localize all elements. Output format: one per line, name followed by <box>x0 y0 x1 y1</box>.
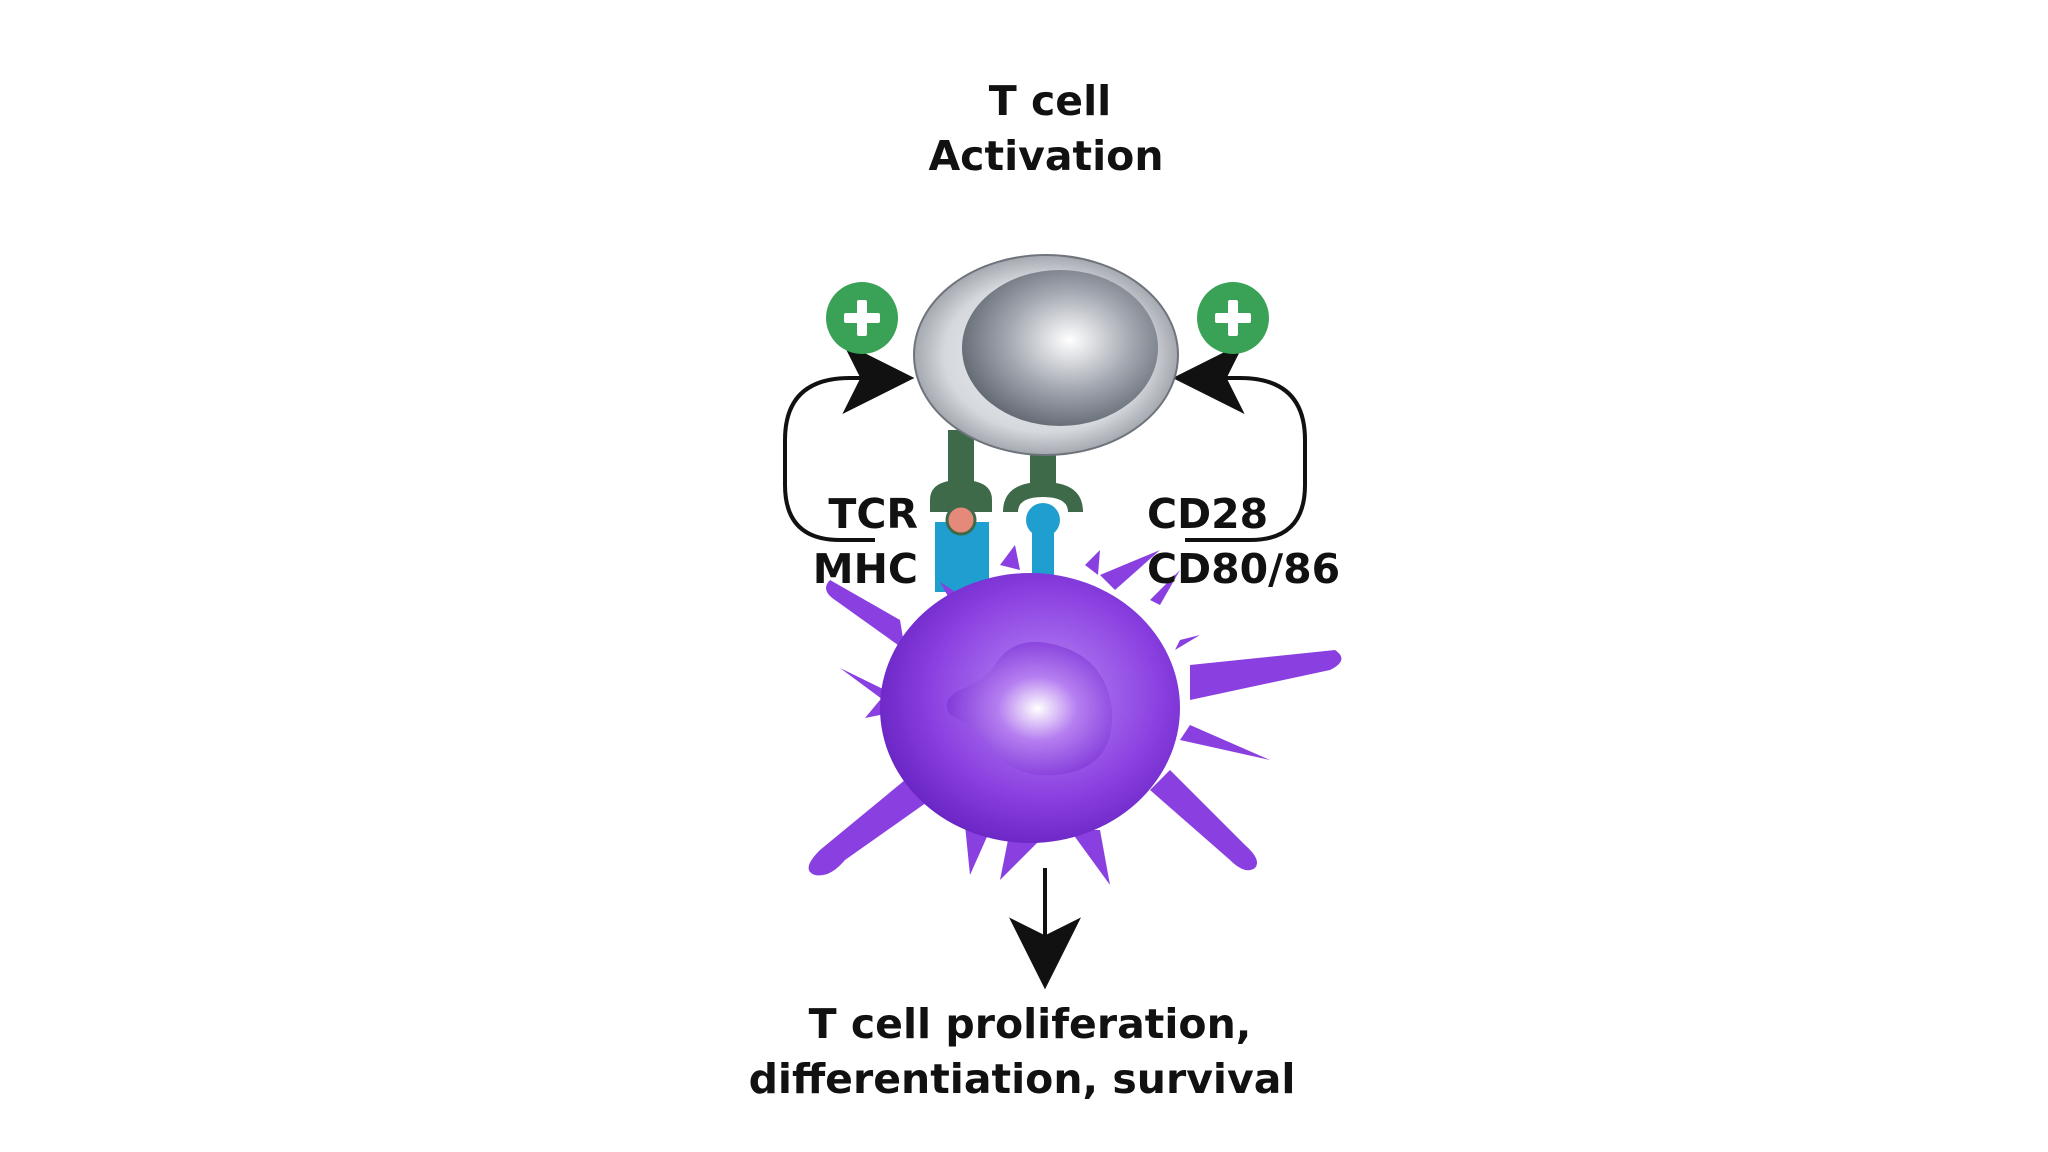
outcome-line-2: differentiation, survival <box>749 1055 1296 1103</box>
title-line-1: T cell <box>989 77 1111 125</box>
label-cd28: CD28 <box>1147 490 1268 538</box>
mhc-molecule <box>935 504 989 592</box>
plus-circle-icon-right <box>1197 282 1269 354</box>
label-tcr: TCR <box>828 490 918 538</box>
label-cd80-86: CD80/86 <box>1147 545 1340 593</box>
t-cell <box>913 254 1179 456</box>
plus-circle-icon-left <box>826 282 898 354</box>
tcr-receptor <box>930 430 992 512</box>
dendritic-cell-nucleus <box>946 641 1113 776</box>
cd80-86-ligand <box>1026 503 1060 580</box>
peptide <box>945 504 977 536</box>
feedback-arrow-left <box>783 342 915 542</box>
outcome-line-1: T cell proliferation, <box>809 1000 1252 1048</box>
feedback-arrow-right <box>1172 342 1307 542</box>
dendritic-cell <box>808 545 1342 885</box>
title-line-2: Activation <box>928 132 1163 180</box>
label-mhc: MHC <box>813 545 918 593</box>
